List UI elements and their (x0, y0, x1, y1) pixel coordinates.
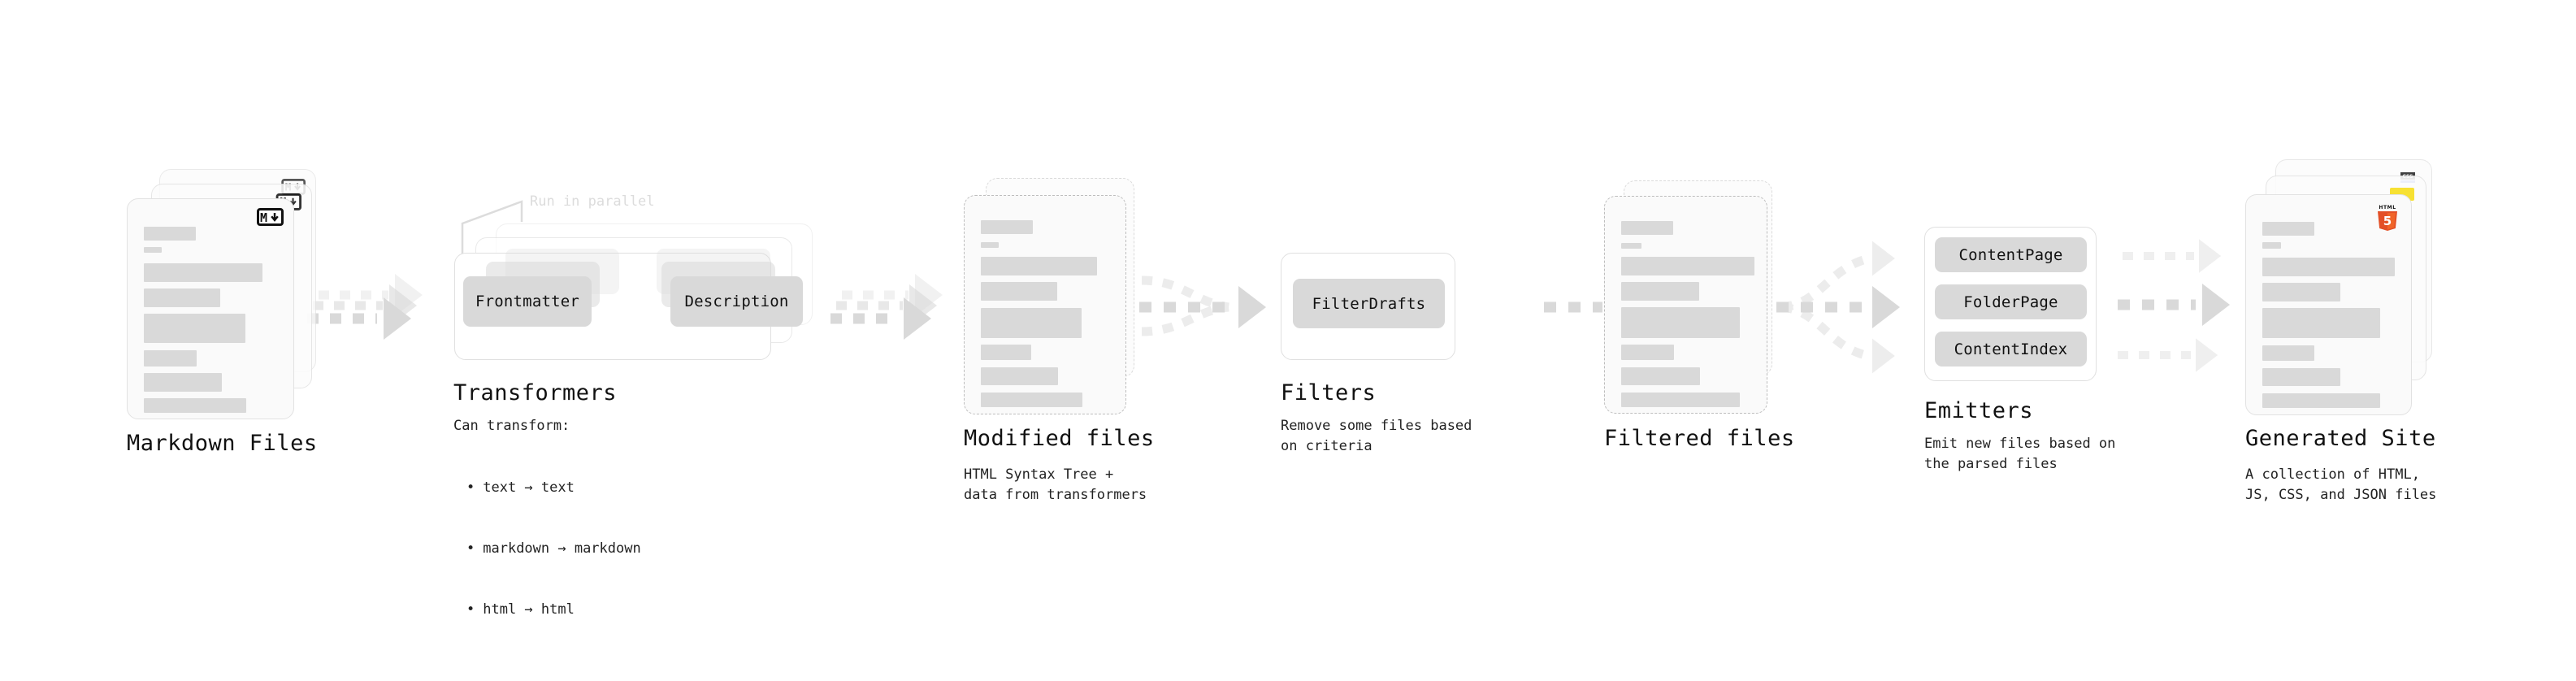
transformer-chip-description[interactable]: Description (670, 276, 803, 327)
emitter-chip-folderpage[interactable]: FolderPage (1935, 284, 2087, 319)
transformers-bullet: html → html (466, 600, 641, 620)
stage-title-filters: Filters (1281, 380, 1377, 406)
stage-title-emitters: Emitters (1924, 398, 2034, 423)
svg-text:M: M (260, 211, 267, 223)
transformers-subtitle: Can transform: (453, 418, 570, 434)
emitter-chip-contentindex[interactable]: ContentIndex (1935, 332, 2087, 367)
arrow-filtered-to-emitters-branches (1781, 254, 1871, 361)
modified-files-subtitle: HTML Syntax Tree + data from transformer… (964, 466, 1147, 503)
filter-chip-filterdrafts[interactable]: FilterDrafts (1293, 279, 1445, 328)
svg-text:HTML: HTML (2379, 205, 2396, 210)
stage-title-generated-site: Generated Site (2245, 426, 2436, 451)
transformers-bullet-list: text → text markdown → markdown html → h… (466, 437, 641, 661)
arrow-modified-to-filters (1141, 275, 1229, 336)
transformers-bullet: text → text (466, 478, 641, 498)
filtered-file-card-front (1604, 196, 1767, 414)
arrow-modified-to-filters-main (1139, 286, 1266, 328)
run-in-parallel-note: Run in parallel (530, 193, 655, 210)
stage-title-modified-files: Modified files (964, 426, 1155, 451)
stage-title-transformers: Transformers (453, 380, 618, 406)
emitters-subtitle: Emit new files based on the parsed files (1924, 436, 2116, 472)
arrow-filtered-to-emitters (1776, 241, 1900, 374)
transformer-chip-frontmatter[interactable]: Frontmatter (463, 276, 592, 327)
stage-title-markdown-files: Markdown Files (127, 431, 318, 456)
transformers-bullet: markdown → markdown (466, 539, 640, 559)
modified-file-card-front (964, 195, 1126, 414)
arrow-markdown-to-transformers (307, 274, 423, 340)
emitter-chip-contentpage[interactable]: ContentPage (1935, 237, 2087, 272)
filters-subtitle: Remove some files based on criteria (1281, 418, 1472, 454)
html5-icon: HTML 5 (2375, 203, 2400, 231)
stage-title-filtered-files: Filtered files (1604, 426, 1795, 451)
markdown-file-card-front: M (127, 198, 294, 419)
svg-text:5: 5 (2383, 214, 2392, 228)
arrow-transformers-to-modified (830, 274, 943, 340)
generated-site-subtitle: A collection of HTML, JS, CSS, and JSON … (2245, 466, 2437, 503)
arrow-emitters-to-site (2118, 239, 2230, 372)
generated-site-card-front: HTML 5 (2245, 194, 2412, 415)
markdown-icon: M (257, 208, 284, 226)
